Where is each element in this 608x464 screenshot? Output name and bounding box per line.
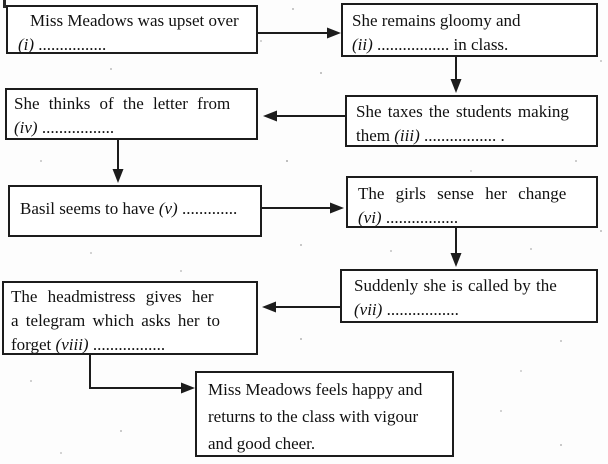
box-text-line: and good cheer. [208, 430, 446, 455]
arrow-upset-to-gloomy [258, 27, 341, 39]
box-text-line: The girls sense her change [358, 182, 590, 206]
arrow-basil-to-girls [262, 202, 344, 214]
flow-box-remains-gloomy: She remains gloomy and (ii) ............… [341, 3, 598, 57]
dotted-blank: ................ [34, 35, 107, 54]
roman-numeral-vii: (vii) [354, 300, 383, 319]
arrow-headmistress-to-happy [89, 355, 195, 394]
flow-box-thinks-of-letter: She thinks of the letter from (iv) .....… [5, 88, 258, 140]
flow-box-taxes-students: She taxes the students making them (iii)… [345, 95, 598, 147]
text-segment: The girls sense her change [358, 184, 567, 203]
text-segment: Miss Meadows feels happy and [208, 380, 423, 399]
text-segment: Basil seems to have [20, 199, 159, 218]
text-segment: She remains gloomy and [352, 11, 521, 30]
text-segment: and good cheer. [208, 434, 316, 453]
box-text-line: She thinks of the letter from [14, 92, 250, 116]
roman-numeral-v: (v) [158, 199, 178, 218]
text-segment: She thinks of the letter from [14, 94, 231, 113]
roman-numeral-i: (i) [18, 35, 35, 54]
arrow-letter-to-basil [112, 140, 124, 183]
roman-numeral-iii: (iii) [394, 126, 420, 145]
flow-box-basil-seems: Basil seems to have (v) ............. [8, 185, 262, 237]
flow-box-girls-sense-change: The girls sense her change (vi) ........… [346, 176, 598, 228]
box-text-line: them (iii) ................. . [356, 124, 590, 145]
box-text-line: Miss Meadows was upset over [18, 9, 250, 33]
box-text-line: The headmistress gives her [11, 285, 250, 309]
flow-box-suddenly-called: Suddenly she is called by the (vii) ....… [340, 269, 598, 323]
box-text-line: Suddenly she is called by the [354, 274, 590, 298]
flow-box-feels-happy: Miss Meadows feels happy and returns to … [195, 371, 454, 457]
roman-numeral-viii: (viii) [55, 335, 89, 354]
box-text-line: Basil seems to have (v) ............. [20, 197, 254, 221]
roman-numeral-vi: (vi) [358, 208, 382, 227]
dotted-blank: ................. . [419, 126, 505, 145]
scan-noise-speckles [0, 0, 2, 2]
arrow-taxes-to-letter [263, 110, 345, 122]
text-segment: Suddenly she is called by the [354, 276, 557, 295]
text-segment: forget [11, 335, 56, 354]
flow-box-upset-over: Miss Meadows was upset over (i) ........… [6, 5, 258, 54]
box-text-line: She taxes the students making [356, 100, 590, 124]
box-text-line: (ii) ................. in class. [352, 33, 590, 55]
dotted-blank: ................. [37, 118, 115, 137]
text-segment: them [356, 126, 395, 145]
text-segment: Miss Meadows was upset over [30, 11, 239, 30]
flow-box-headmistress-telegram: The headmistress gives her a telegram wh… [2, 281, 258, 355]
box-text-line: (vi) ................. [358, 206, 590, 227]
scan-artifact-tick [3, 0, 6, 8]
arrow-gloomy-to-taxes [450, 57, 462, 93]
text-segment: a telegram which asks her to [11, 311, 221, 330]
box-text-line: (iv) ................. [14, 116, 250, 138]
text-segment: She taxes the students making [356, 102, 569, 121]
text-segment: returns to the class with vigour [208, 407, 419, 426]
dotted-blank: ................. [381, 208, 459, 227]
box-text-line: Miss Meadows feels happy and [208, 376, 446, 403]
box-text-line: (vii) ................. [354, 298, 590, 321]
box-text-line: a telegram which asks her to [11, 309, 250, 333]
box-text-line: returns to the class with vigour [208, 403, 446, 430]
text-segment: The headmistress gives her [11, 287, 214, 306]
box-text-line: (i) ................ [18, 33, 250, 54]
box-text-line: forget (viii) ................. [11, 333, 250, 354]
arrow-girls-to-suddenly [450, 228, 462, 267]
box-text-line: She remains gloomy and [352, 9, 590, 33]
roman-numeral-iv: (iv) [14, 118, 38, 137]
arrow-suddenly-to-headmistress [262, 301, 340, 313]
dotted-blank: ................. [88, 335, 166, 354]
dotted-blank: ................. in class. [372, 35, 509, 54]
dotted-blank: ............. [177, 199, 238, 218]
roman-numeral-ii: (ii) [352, 35, 373, 54]
dotted-blank: ................. [382, 300, 459, 319]
